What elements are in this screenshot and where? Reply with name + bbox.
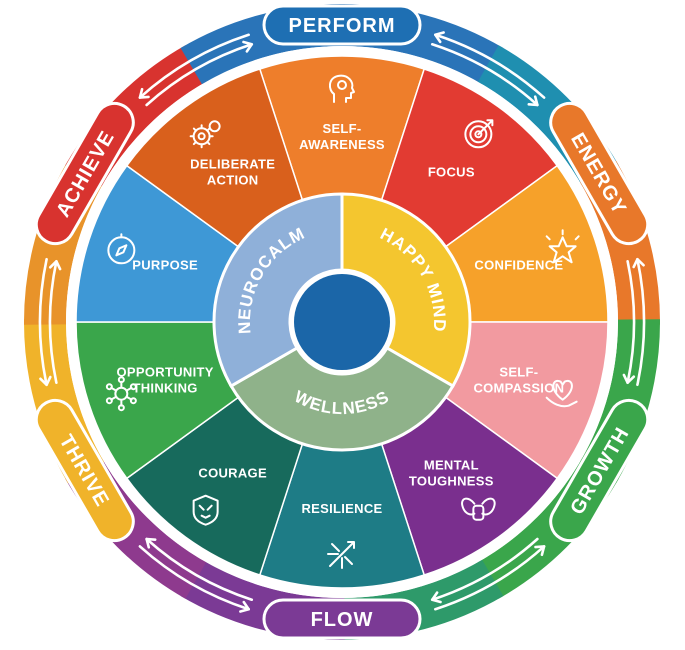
- segment-label-self-compassion: COMPASSION: [473, 380, 564, 395]
- segment-label-deliberate-action: ACTION: [207, 173, 259, 188]
- segment-label-deliberate-action: DELIBERATE: [190, 157, 275, 172]
- cycle-arrow: [48, 259, 58, 385]
- cycle-arrow: [138, 33, 250, 99]
- arrow-head: [434, 31, 445, 44]
- gears-icon: [189, 120, 221, 149]
- arrow-head: [39, 375, 52, 387]
- arrow-head: [632, 257, 645, 269]
- arrows-burst-icon: [327, 541, 355, 569]
- arrow-head: [138, 87, 150, 99]
- segment-label-focus: FOCUS: [428, 165, 475, 180]
- segment-label-self-compassion: SELF-: [499, 364, 538, 379]
- arrow-head: [242, 40, 254, 53]
- pill-thrive: THRIVE: [34, 398, 135, 543]
- segment-label-mental-toughness: MENTAL: [424, 457, 479, 472]
- flexing-arms-icon: [461, 497, 496, 521]
- cycle-arrow: [430, 42, 539, 107]
- arrow-head: [534, 545, 546, 557]
- pill-flow: FLOW: [262, 598, 422, 640]
- segment-label-resilience: RESILIENCE: [301, 501, 382, 516]
- cycle-arrow: [430, 537, 539, 602]
- heart-hand-icon: [545, 379, 578, 408]
- center-circle: [294, 274, 390, 370]
- segment-label-mental-toughness: TOUGHNESS: [409, 473, 494, 488]
- star-icon: [545, 229, 580, 264]
- cycle-arrow: [38, 257, 48, 387]
- pill-perform: PERFORM: [262, 4, 422, 46]
- arrow-head: [622, 373, 636, 385]
- lion-shield-icon: [192, 494, 219, 526]
- cycle-arrow: [145, 42, 254, 107]
- cycle-arrow: [636, 257, 646, 387]
- arrow-head: [48, 259, 62, 271]
- segment-label-self-awareness: AWARENESS: [299, 137, 385, 152]
- head-profile-icon: [328, 74, 355, 103]
- cycle-arrow: [626, 259, 636, 385]
- segment-label-opportunity-thinking: THINKING: [132, 380, 197, 395]
- pill-label-flow: FLOW: [311, 609, 374, 631]
- segment-label-confidence: CONFIDENCE: [474, 258, 563, 273]
- segment-label-courage: COURAGE: [198, 465, 267, 480]
- cycle-arrow: [434, 545, 546, 611]
- cycle-arrow: [138, 545, 250, 611]
- pill-label-perform: PERFORM: [289, 15, 396, 37]
- arrow-head: [145, 537, 157, 549]
- network-idea-icon: [105, 376, 137, 412]
- arrow-head: [239, 600, 250, 613]
- segment-label-opportunity-thinking: OPPORTUNITY: [117, 364, 214, 379]
- segment-ring: [75, 55, 609, 589]
- labels: SELF-AWARENESSFOCUSCONFIDENCESELF-COMPAS…: [105, 74, 580, 569]
- compass-icon: [107, 233, 136, 265]
- arrow-head: [527, 95, 539, 107]
- cycle-arrow: [145, 537, 254, 602]
- target-icon: [464, 119, 494, 149]
- cycle-arrow: [434, 33, 546, 99]
- segment-label-self-awareness: SELF-: [322, 121, 361, 136]
- segment-label-purpose: PURPOSE: [132, 258, 198, 273]
- arrow-head: [430, 591, 442, 604]
